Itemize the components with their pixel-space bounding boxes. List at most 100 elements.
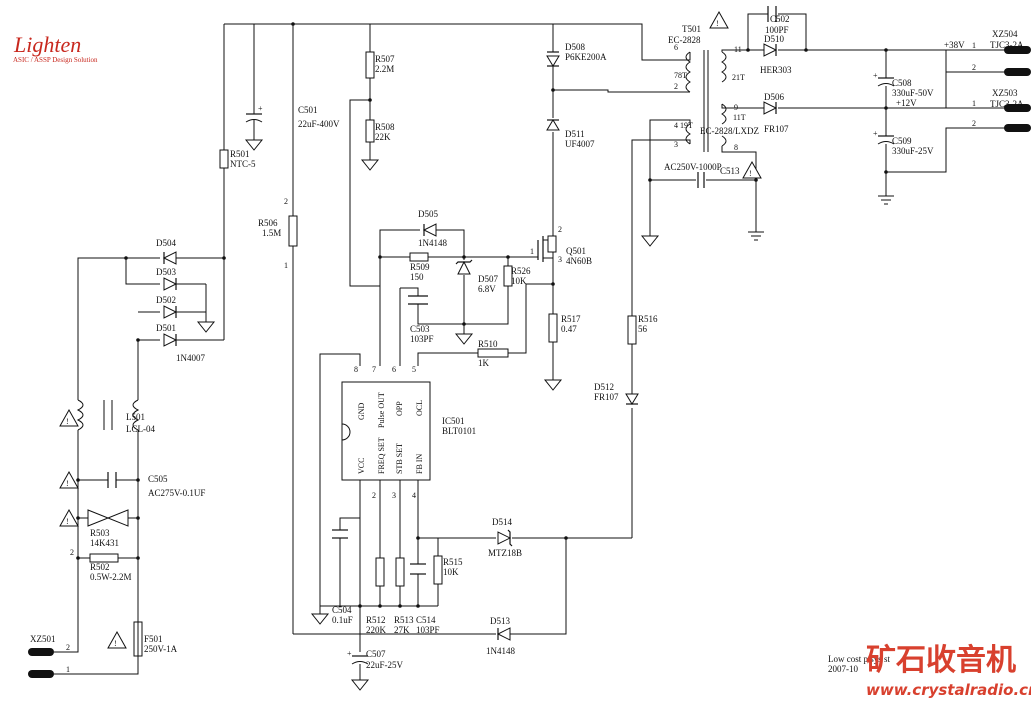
resistor-r515: R515 10K — [433, 555, 463, 585]
diode-d513: D513 1N4148 — [486, 616, 515, 656]
svg-text:78T: 78T — [674, 71, 687, 80]
svg-text:22K: 22K — [375, 132, 391, 142]
ic-pin-fb-in: FB IN — [415, 454, 424, 474]
ground-icon — [244, 120, 264, 151]
svg-text:D502: D502 — [156, 295, 176, 305]
svg-text:D511: D511 — [565, 129, 585, 139]
zener-d507: D507 6.8V — [455, 259, 498, 294]
tvs-d508: D508 P6KE200A — [546, 42, 607, 67]
diode-d512: D512 FR107 — [594, 382, 639, 405]
svg-text:1: 1 — [530, 247, 534, 256]
logo-tagline: ASIC / ASSP Design Solution — [13, 56, 98, 64]
svg-text:0.5W-2.2M: 0.5W-2.2M — [90, 572, 132, 582]
svg-text:TJC3-2A: TJC3-2A — [990, 40, 1024, 50]
svg-text:8: 8 — [354, 365, 358, 374]
connector-xz503: XZ503 TJC3-2A 1 2 — [972, 88, 1031, 132]
svg-text:1: 1 — [972, 99, 976, 108]
svg-text:4: 4 — [674, 121, 678, 130]
svg-text:MTZ18B: MTZ18B — [488, 548, 522, 558]
svg-text:D514: D514 — [492, 517, 512, 527]
net-labels: +38V +12V — [896, 40, 965, 108]
varistor-r503: R503 14K431 — [87, 509, 129, 548]
earth-ground-icon — [878, 195, 894, 205]
svg-text:R517: R517 — [561, 314, 581, 324]
diode-d502: D502 — [156, 295, 178, 319]
svg-text:C502: C502 — [770, 14, 790, 24]
svg-text:2.2M: 2.2M — [375, 64, 394, 74]
svg-text:C504: C504 — [332, 605, 352, 615]
capacitor-c502: C502 100PF — [765, 6, 790, 35]
ic-pin-vcc: VCC — [357, 458, 366, 474]
svg-text:330uF-50V: 330uF-50V — [892, 88, 934, 98]
ic501: GND Pulse OUT OPP OCL VCC FREQ SET STB S… — [341, 365, 476, 500]
svg-text:103PF: 103PF — [410, 334, 434, 344]
resistor-r517: R517 0.47 — [548, 313, 581, 343]
svg-text:C505: C505 — [148, 474, 168, 484]
svg-text:R501: R501 — [230, 149, 250, 159]
zener-d514: D514 MTZ18B — [488, 517, 522, 558]
resistor-r509: R509 150 — [409, 252, 430, 282]
ic-pin-opp: OPP — [395, 401, 404, 416]
svg-text:27K: 27K — [394, 625, 410, 635]
svg-text:C507: C507 — [366, 649, 386, 659]
ic-pin-gnd: GND — [357, 402, 366, 420]
svg-text:1: 1 — [972, 41, 976, 50]
svg-text:C508: C508 — [892, 78, 912, 88]
net-label-38v: +38V — [944, 40, 965, 50]
diode-d504: D504 — [156, 238, 177, 265]
svg-text:220K: 220K — [366, 625, 387, 635]
svg-text:3: 3 — [674, 140, 678, 149]
svg-text:D504: D504 — [156, 238, 176, 248]
svg-text:2: 2 — [70, 548, 74, 557]
safety-warning-icons: ! ! ! ! ! ! — [59, 10, 762, 649]
svg-text:R507: R507 — [375, 54, 395, 64]
svg-text:6.8V: 6.8V — [478, 284, 496, 294]
warning-triangle-icon: ! — [742, 160, 762, 179]
svg-text:AC250V-1000P: AC250V-1000P — [664, 162, 722, 172]
diode-d510: D510 HER303 — [760, 34, 792, 75]
svg-text:Q501: Q501 — [566, 246, 586, 256]
svg-text:!: ! — [66, 517, 69, 526]
svg-text:3: 3 — [392, 491, 396, 500]
svg-text:10K: 10K — [511, 276, 527, 286]
fuse-f501: F501 250V-1A — [133, 621, 178, 657]
ground-icon — [350, 679, 370, 691]
svg-text:+: + — [258, 104, 263, 113]
svg-text:AC275V-0.1UF: AC275V-0.1UF — [148, 488, 205, 498]
svg-text:D512: D512 — [594, 382, 614, 392]
svg-text:UF4007: UF4007 — [565, 139, 595, 149]
svg-text:3: 3 — [558, 255, 562, 264]
svg-text:!: ! — [66, 417, 69, 426]
warning-triangle-icon: ! — [59, 470, 79, 489]
svg-text:1K: 1K — [478, 358, 490, 368]
ic-pin-ocl: OCL — [415, 400, 424, 416]
svg-text:10K: 10K — [443, 567, 459, 577]
svg-text:D507: D507 — [478, 274, 498, 284]
svg-text:4N60B: 4N60B — [566, 256, 592, 266]
svg-text:2: 2 — [674, 82, 678, 91]
capacitor-c504: C504 0.1uF — [332, 529, 353, 625]
capacitor-c507: + C507 22uF-25V — [347, 649, 404, 670]
resistor-r512: R512 220K — [366, 557, 387, 635]
resistor-r502: 2 R502 0.5W-2.2M — [70, 548, 132, 582]
capacitor-c508: + C508 330uF-50V — [873, 71, 934, 98]
svg-text:1N4148: 1N4148 — [418, 238, 447, 248]
svg-text:0.1uF: 0.1uF — [332, 615, 353, 625]
svg-text:R506: R506 — [258, 218, 278, 228]
svg-text:6: 6 — [392, 365, 396, 374]
diode-d505: D505 1N4148 — [418, 209, 447, 248]
svg-text:FR107: FR107 — [594, 392, 619, 402]
svg-text:D508: D508 — [565, 42, 585, 52]
svg-text:P6KE200A: P6KE200A — [565, 52, 607, 62]
capacitor-c509: + C509 330uF-25V — [873, 129, 934, 156]
svg-text:22uF-25V: 22uF-25V — [366, 660, 404, 670]
svg-text:C501: C501 — [298, 105, 318, 115]
svg-text:D501: D501 — [156, 323, 176, 333]
earth-ground-icon — [748, 231, 764, 241]
svg-text:250V-1A: 250V-1A — [144, 644, 178, 654]
svg-text:T501: T501 — [682, 24, 701, 34]
svg-text:0.47: 0.47 — [561, 324, 577, 334]
capacitor-c505: C505 AC275V-0.1UF — [107, 472, 205, 498]
svg-text:!: ! — [66, 479, 69, 488]
